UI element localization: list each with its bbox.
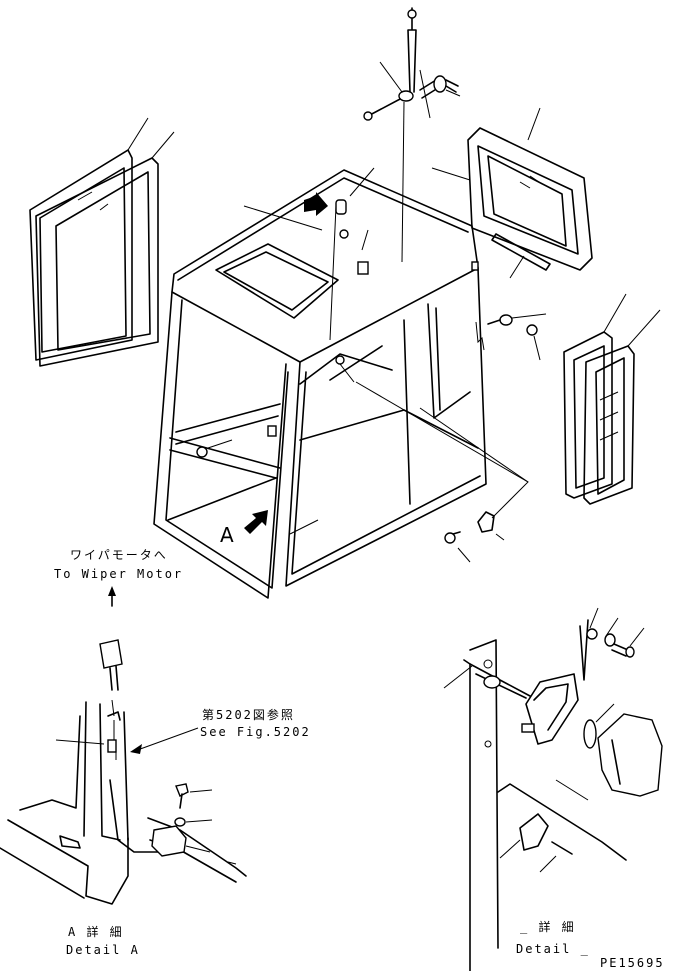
detail-a-title-en: Detail A — [66, 943, 140, 957]
figure-reference-en: See Fig.5202 — [200, 725, 311, 739]
view-a-marker: A — [220, 523, 234, 547]
antenna-assembly — [363, 7, 461, 263]
figure-reference-jp: 第5202図参照 — [202, 708, 295, 722]
drawing-code: PE15695 — [600, 956, 665, 970]
roof-fittings — [243, 167, 375, 341]
detail-b-drawing — [443, 607, 663, 971]
cab-frame — [153, 169, 487, 599]
detail-a-title-jp: A 詳 細 — [68, 925, 124, 939]
view-arrow-icon — [304, 192, 328, 216]
right-rear-window-glass — [431, 107, 593, 279]
left-window-glass — [29, 117, 175, 367]
detail-a-drawing — [0, 586, 247, 905]
detail-b-title-jp: _ 詳 細 — [520, 920, 576, 934]
wiper-motor-label-jp: ワイパモータへ — [70, 548, 168, 562]
detail-b-title-en: Detail _ — [516, 942, 590, 956]
view-arrow-icon — [244, 510, 268, 534]
right-door-window-glass — [563, 293, 661, 505]
wiper-motor-label-en: To Wiper Motor — [54, 567, 184, 581]
side-fasteners — [355, 313, 547, 563]
